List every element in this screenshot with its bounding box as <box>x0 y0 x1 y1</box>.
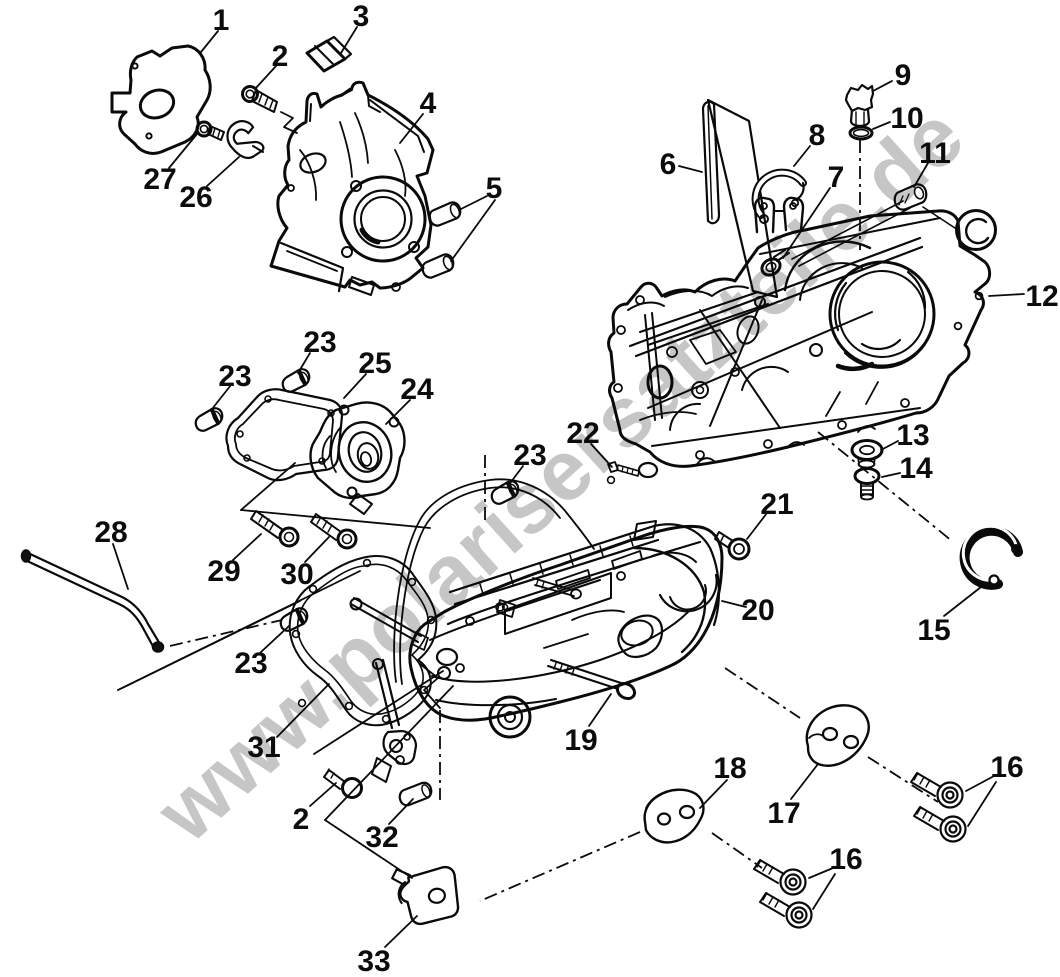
svg-text:5: 5 <box>486 172 503 205</box>
svg-text:23: 23 <box>218 360 251 393</box>
svg-text:32: 32 <box>365 821 398 854</box>
svg-text:15: 15 <box>917 614 950 647</box>
svg-text:20: 20 <box>741 594 774 627</box>
svg-text:6: 6 <box>660 148 677 181</box>
svg-text:29: 29 <box>207 555 240 588</box>
svg-text:33: 33 <box>357 945 390 977</box>
svg-text:27: 27 <box>143 163 176 196</box>
svg-text:30: 30 <box>280 558 313 591</box>
svg-text:1: 1 <box>213 4 230 37</box>
svg-text:8: 8 <box>809 119 826 152</box>
svg-text:23: 23 <box>513 439 546 472</box>
svg-text:17: 17 <box>767 797 800 830</box>
svg-text:2: 2 <box>293 803 310 836</box>
svg-text:7: 7 <box>828 161 845 194</box>
svg-text:2: 2 <box>272 40 289 73</box>
svg-text:11: 11 <box>919 137 951 170</box>
svg-text:22: 22 <box>566 417 599 450</box>
svg-text:12: 12 <box>1025 280 1058 313</box>
svg-text:3: 3 <box>353 0 370 33</box>
svg-text:23: 23 <box>303 326 336 359</box>
svg-text:14: 14 <box>899 452 933 485</box>
svg-text:4: 4 <box>420 87 437 120</box>
svg-text:26: 26 <box>179 181 212 214</box>
svg-text:19: 19 <box>564 724 597 757</box>
svg-text:18: 18 <box>713 752 746 785</box>
svg-text:9: 9 <box>895 59 912 92</box>
svg-text:25: 25 <box>358 347 391 380</box>
svg-text:21: 21 <box>760 488 793 521</box>
svg-text:24: 24 <box>400 373 434 406</box>
svg-text:10: 10 <box>890 102 923 135</box>
svg-text:13: 13 <box>896 419 929 452</box>
svg-text:16: 16 <box>990 751 1023 784</box>
svg-text:31: 31 <box>247 731 280 764</box>
svg-text:16: 16 <box>829 843 862 876</box>
svg-text:23: 23 <box>234 647 267 680</box>
svg-text:28: 28 <box>94 516 127 549</box>
